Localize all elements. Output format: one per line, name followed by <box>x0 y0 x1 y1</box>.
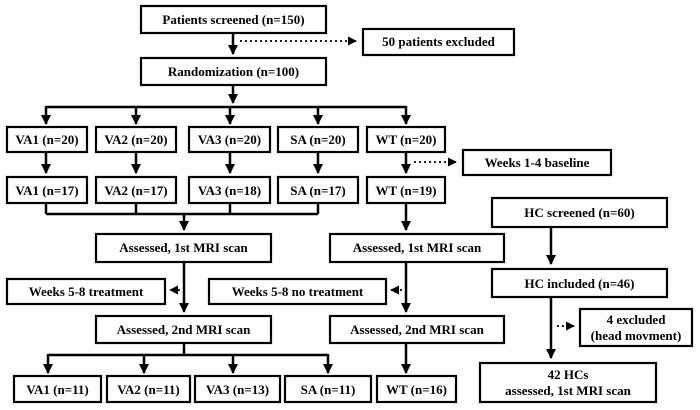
final-wt-label: WT (n=16) <box>386 382 447 397</box>
assessed2-right-box: Assessed, 2nd MRI scan <box>328 314 506 345</box>
hc-included-label: HC included (n=46) <box>525 276 635 291</box>
hc-excluded-line1: 4 excluded <box>607 312 667 327</box>
final-sa-label: SA (n=11) <box>301 382 356 397</box>
hc-final-box: 42 HCs assessed, 1st MRI scan <box>478 361 658 404</box>
group-after-va3-label: VA3 (n=18) <box>198 183 261 198</box>
group-va2-label: VA2 (n=20) <box>104 132 167 147</box>
hc-excluded-line2: (head movment) <box>591 328 682 343</box>
final-va1-label: VA1 (n=11) <box>26 382 88 397</box>
final-wt-box: WT (n=16) <box>375 374 458 404</box>
assessed2-left-box: Assessed, 2nd MRI scan <box>94 314 273 345</box>
final-va3-label: VA3 (n=13) <box>206 382 269 397</box>
group-va1-box: VA1 (n=20) <box>5 125 89 154</box>
connectors <box>41 34 575 374</box>
final-va2-box: VA2 (n=11) <box>105 374 192 404</box>
final-sa-box: SA (n=11) <box>283 374 373 404</box>
baseline-box: Weeks 1-4 baseline <box>461 148 613 177</box>
group-after-va1-label: VA1 (n=17) <box>15 183 78 198</box>
assessed1-right-box: Assessed, 1st MRI scan <box>328 232 506 264</box>
group-va2-box: VA2 (n=20) <box>94 125 178 154</box>
patients-screened-label: Patients screened (n=150) <box>162 12 304 27</box>
treatment-label: Weeks 5-8 treatment <box>29 284 144 299</box>
no-treatment-box: Weeks 5-8 no treatment <box>207 277 388 306</box>
hc-included-box: HC included (n=46) <box>490 267 669 299</box>
excluded-label: 50 patients excluded <box>382 34 495 49</box>
group-after-va2-box: VA2 (n=17) <box>94 175 178 205</box>
treatment-box: Weeks 5-8 treatment <box>5 277 167 306</box>
group-after-va1-box: VA1 (n=17) <box>5 175 89 205</box>
hc-screened-box: HC screened (n=60) <box>490 196 669 229</box>
hc-screened-label: HC screened (n=60) <box>524 205 634 220</box>
hc-excluded-box: 4 excluded (head movment) <box>578 307 694 348</box>
hc-final-line1: 42 HCs <box>548 367 589 382</box>
group-wt-label: WT (n=20) <box>376 132 437 147</box>
group-va3-label: VA3 (n=20) <box>198 132 261 147</box>
group-wt-box: WT (n=20) <box>365 125 447 154</box>
group-after-wt-box: WT (n=19) <box>365 175 447 205</box>
group-after-sa-box: SA (n=17) <box>276 175 360 205</box>
hc-final-line2: assessed, 1st MRI scan <box>505 383 631 398</box>
group-after-va2-label: VA2 (n=17) <box>104 183 167 198</box>
randomization-box: Randomization (n=100) <box>139 56 328 87</box>
group-va1-label: VA1 (n=20) <box>15 132 78 147</box>
final-va2-label: VA2 (n=11) <box>117 382 179 397</box>
no-treatment-label: Weeks 5-8 no treatment <box>232 284 364 299</box>
assessed1-right-label: Assessed, 1st MRI scan <box>353 240 482 255</box>
excluded-box: 50 patients excluded <box>361 27 516 57</box>
group-va3-box: VA3 (n=20) <box>187 125 272 154</box>
final-va1-box: VA1 (n=11) <box>12 374 103 404</box>
assessed2-left-label: Assessed, 2nd MRI scan <box>117 322 251 337</box>
assessed1-left-box: Assessed, 1st MRI scan <box>94 232 273 264</box>
group-after-wt-label: WT (n=19) <box>376 183 437 198</box>
group-sa-box: SA (n=20) <box>276 125 360 154</box>
group-after-sa-label: SA (n=17) <box>290 183 345 198</box>
patients-screened-box: Patients screened (n=150) <box>139 4 328 35</box>
final-va3-box: VA3 (n=13) <box>193 374 282 404</box>
group-after-va3-box: VA3 (n=18) <box>187 175 272 205</box>
assessed2-right-label: Assessed, 2nd MRI scan <box>350 322 484 337</box>
baseline-label: Weeks 1-4 baseline <box>485 155 590 170</box>
assessed1-left-label: Assessed, 1st MRI scan <box>119 240 248 255</box>
randomization-label: Randomization (n=100) <box>168 64 299 79</box>
group-sa-label: SA (n=20) <box>290 132 345 147</box>
